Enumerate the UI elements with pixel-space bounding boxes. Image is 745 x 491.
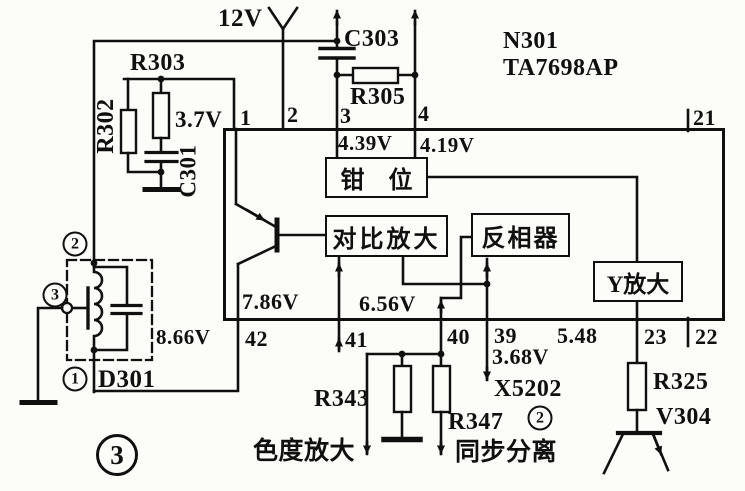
block-clamp-label: 钳 位 (340, 168, 413, 194)
x5202-terminal-badge: 2 (527, 405, 553, 431)
v304-transistor-icon (602, 430, 670, 475)
ic-model: TA7698AP (503, 55, 619, 81)
r325-label: R325 (653, 369, 709, 395)
terminal-3-text: 3 (51, 286, 59, 303)
supply-rail-wire (92, 6, 340, 266)
terminal-3-node (60, 301, 74, 315)
terminal-2-badge: 2 (62, 231, 88, 257)
d301-delay-line (19, 258, 154, 405)
pin39-outside-voltage: 3.68V (492, 344, 549, 369)
terminal-1-text: 1 (71, 370, 79, 387)
pin39-wire (401, 255, 491, 382)
pin-4-number: 4 (418, 101, 430, 126)
terminal-3-badge: 3 (42, 282, 68, 308)
r302-resistor-icon (119, 108, 138, 155)
ic-outline (223, 108, 725, 348)
r347-resistor-icon (431, 364, 452, 414)
yamp-output (602, 300, 670, 475)
chroma-output-label: 色度放大 (253, 438, 356, 465)
pin-3-number: 3 (340, 103, 352, 128)
pin-40-number: 40 (447, 324, 470, 349)
pin-39-number: 39 (494, 323, 517, 348)
c301-capacitor-icon (144, 150, 179, 164)
d301-capacitor-icon (110, 303, 143, 316)
pin-21-number: 21 (693, 105, 716, 130)
pin1-bias-network (119, 77, 236, 192)
pin40-inside-voltage: 6.56V (359, 291, 416, 316)
pin4-voltage: 4.19V (420, 133, 475, 157)
c303-label: C303 (344, 26, 400, 52)
figure-number-badge: 3 (96, 434, 138, 476)
supply-12v-label: 12V (218, 5, 263, 32)
extra-voltage: 5.48 (557, 323, 598, 348)
pin-41-number: 41 (345, 327, 368, 352)
block-inverter-label: 反相器 (481, 225, 560, 252)
r305-branch (335, 9, 419, 131)
pin42-wire (92, 262, 240, 393)
pin42-outside-voltage: 8.66V (156, 325, 211, 349)
pin-42-number: 42 (245, 326, 268, 351)
block-y-amp-label: Y放大 (606, 271, 670, 297)
d301-coil-icon (92, 261, 104, 394)
c301-label: C301 (175, 144, 201, 198)
d301-label: D301 (98, 366, 156, 393)
pin3-voltage: 4.39V (338, 131, 393, 155)
block-contrast-amp: 对比放大 (325, 215, 448, 257)
r303-label: R303 (130, 50, 186, 76)
r343-chroma-branch (363, 352, 443, 456)
figure-number-text: 3 (110, 439, 124, 470)
junction-dots (90, 37, 491, 358)
r305-resistor-icon (351, 66, 400, 85)
r303-resistor-icon (151, 91, 171, 140)
terminal-1-badge: 1 (62, 366, 88, 392)
r305-label: R305 (350, 84, 406, 110)
sync-output-label: 同步分离 (455, 439, 558, 466)
block-inverter: 反相器 (471, 213, 570, 257)
clamp-wiring (335, 127, 639, 263)
r325-resistor-icon (626, 361, 648, 412)
r343-label: R343 (314, 386, 370, 412)
c303-branch (318, 9, 356, 131)
pin-1-number: 1 (240, 105, 252, 130)
block-y-amp: Y放大 (593, 261, 683, 302)
internal-transistor-icon (234, 127, 327, 266)
x5202-terminal-text: 2 (536, 409, 544, 426)
pin42-inside-voltage: 7.86V (242, 289, 299, 314)
r343-resistor-icon (392, 364, 413, 414)
pin-22-number: 22 (695, 324, 718, 349)
block-clamp: 钳 位 (325, 157, 428, 198)
block-contrast-amp-label: 对比放大 (332, 226, 441, 253)
x5202-label: X5202 (494, 376, 562, 402)
pin-23-number: 23 (644, 324, 667, 349)
supply-fork-icon (267, 6, 299, 31)
r302-label: R302 (93, 98, 119, 154)
ic-designator: N301 (503, 28, 559, 54)
v304-label: V304 (656, 404, 712, 430)
pin1-voltage: 3.7V (175, 107, 223, 132)
r347-label: R347 (448, 409, 504, 435)
pin-2-number: 2 (287, 102, 299, 127)
terminal-2-text: 2 (71, 235, 79, 252)
d301-dashed-box (65, 258, 154, 362)
